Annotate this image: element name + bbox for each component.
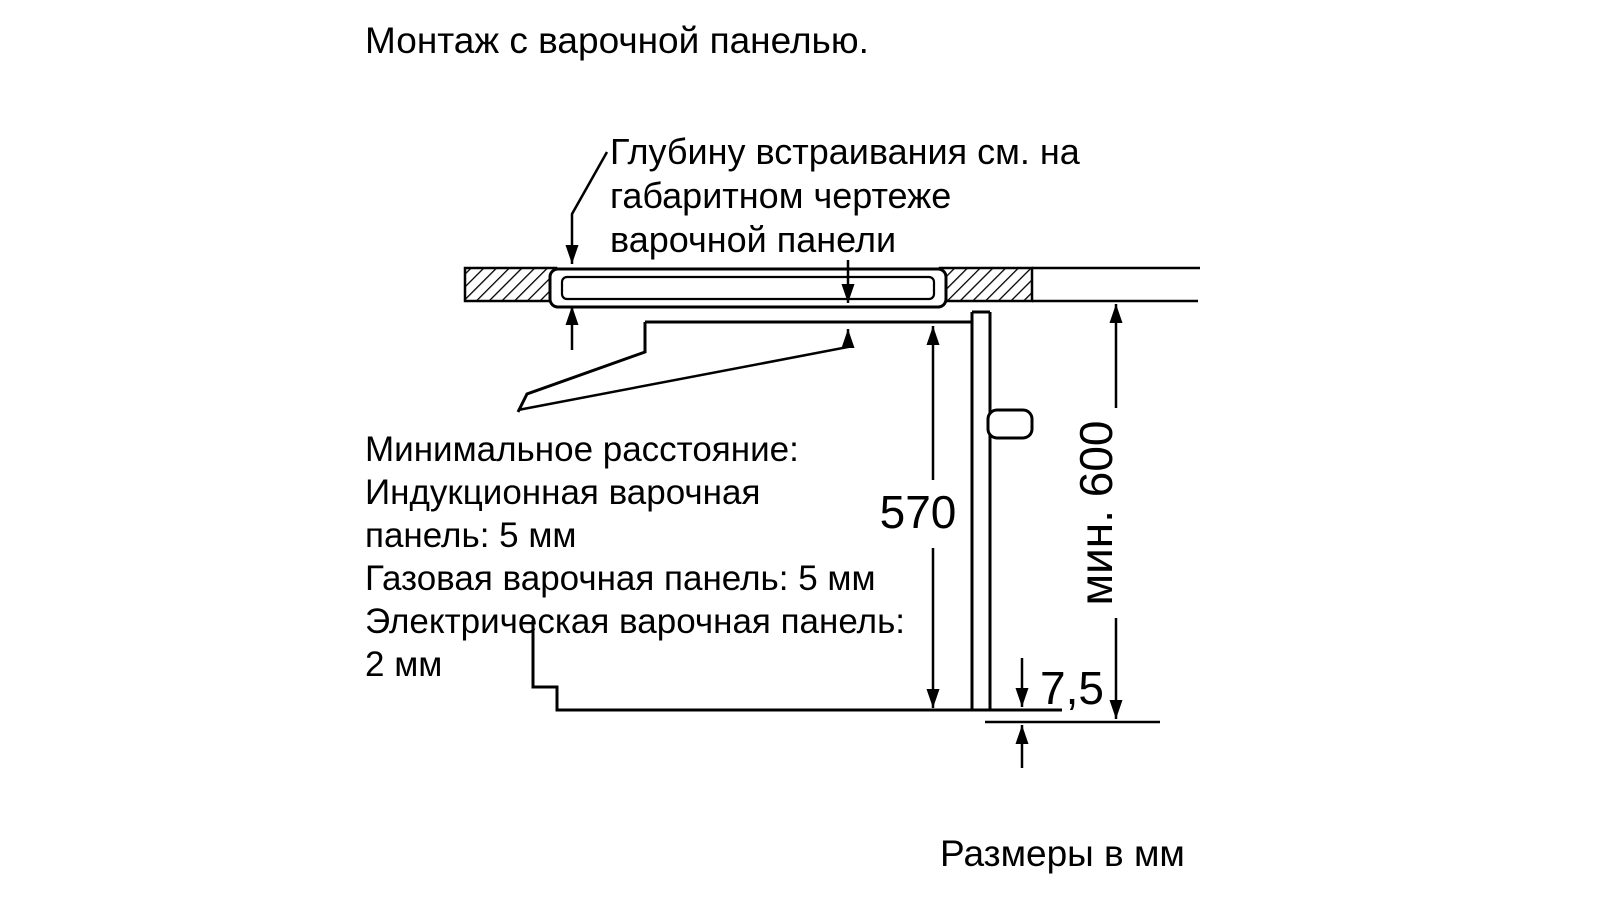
dimension-600-label: мин. 600 [1070,420,1122,605]
countertop-right-section [938,266,1034,303]
embedding-depth-note-line-1: Глубину встраивания см. на [610,131,1080,172]
oven-control-knob [986,408,1034,440]
min-distance-note-line-6: 2 мм [365,645,443,684]
page-title: Монтаж с варочной панелью. [365,20,869,61]
min-distance-note-line-3: панель: 5 мм [365,516,577,555]
oven-left-break-line [516,322,647,413]
embedding-depth-note: Глубину встраивания см. на габаритном че… [610,130,1080,262]
dimension-570-label: 570 [880,486,957,538]
oven-front-panel-lines [970,310,992,710]
oven-bottom-outline [531,620,1062,712]
min-distance-note: Минимальное расстояние: Индукционная вар… [365,428,905,686]
min-distance-leader-arrow [517,329,855,412]
hob-inner-profile [560,275,936,301]
hob-outer-profile [548,267,948,309]
countertop-left-section [463,266,558,303]
min-distance-note-line-2: Индукционная варочная [365,473,761,512]
embedding-depth-leader-left-arrow [565,151,609,264]
dimension-75-label: 7,5 [1040,662,1104,714]
min-distance-note-line-1: Минимальное расстояние: [365,430,799,469]
embedding-depth-note-line-2: габаритном чертеже [610,175,952,216]
min-distance-note-line-5: Электрическая варочная панель: [365,602,906,641]
min-distance-note-line-4: Газовая варочная панель: 5 мм [365,559,876,598]
units-note: Размеры в мм [940,833,1185,874]
embedding-depth-note-line-3: варочной панели [610,219,897,260]
